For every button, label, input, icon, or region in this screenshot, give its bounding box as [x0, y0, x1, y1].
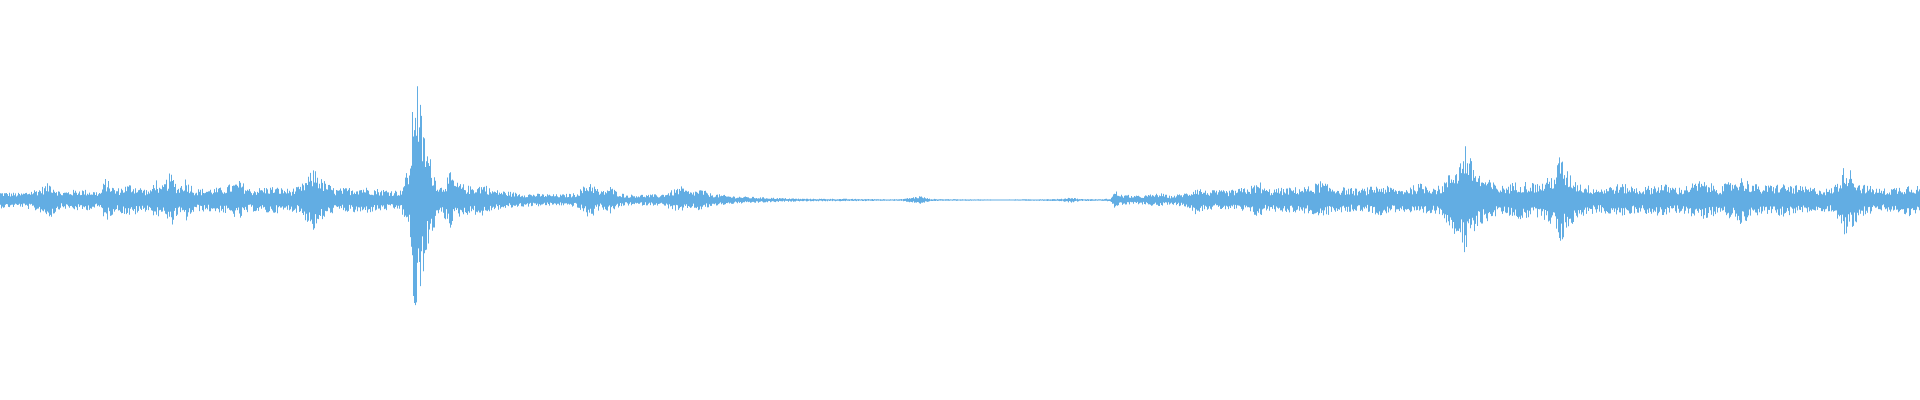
waveform-path	[0, 86, 1920, 306]
